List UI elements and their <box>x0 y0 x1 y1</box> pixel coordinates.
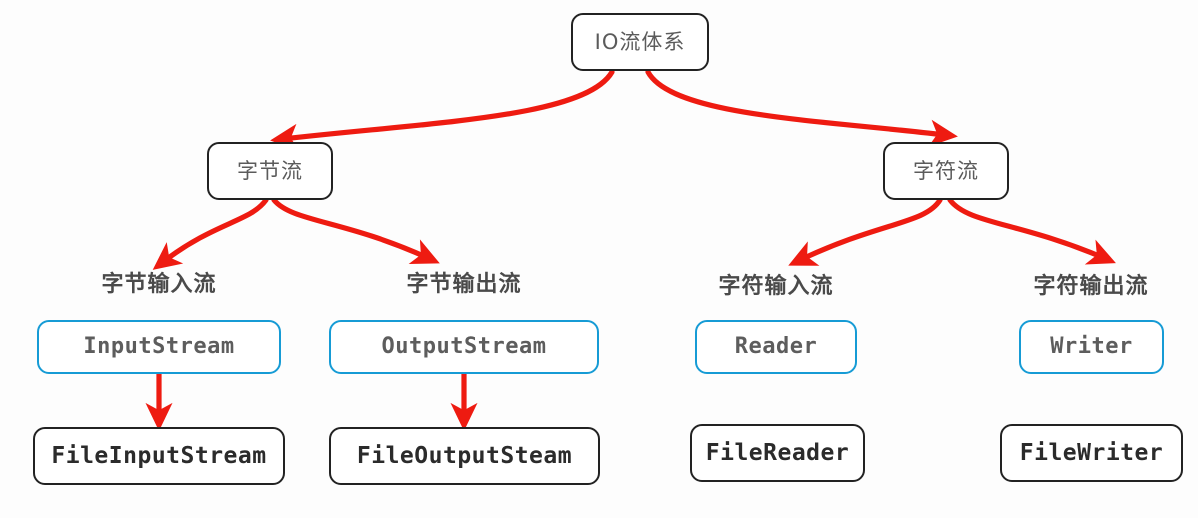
node-reader[interactable]: Reader <box>695 320 857 374</box>
node-byte-stream[interactable]: 字节流 <box>207 142 333 200</box>
node-root-label: IO流体系 <box>594 29 686 54</box>
node-char-stream-label: 字符流 <box>913 158 979 183</box>
node-filewriter-label: FileWriter <box>1019 439 1164 466</box>
node-writer[interactable]: Writer <box>1019 320 1164 374</box>
heading-char-output-stream: 字符输出流 <box>1033 274 1149 299</box>
node-outputstream[interactable]: OutputStream <box>329 320 599 374</box>
heading-byte-output-stream: 字节输出流 <box>406 272 522 297</box>
heading-char-input-stream: 字符输入流 <box>718 274 834 299</box>
node-filereader[interactable]: FileReader <box>690 424 865 482</box>
connector-bytestream-to-byte-output <box>271 197 440 265</box>
heading-byte-input-stream: 字节输入流 <box>101 272 217 297</box>
node-byte-stream-label: 字节流 <box>237 158 303 183</box>
node-reader-label: Reader <box>734 334 818 359</box>
connector-root-to-bytestream <box>270 69 615 151</box>
connector-charstream-to-char-input <box>788 197 943 266</box>
node-root[interactable]: IO流体系 <box>571 13 709 71</box>
node-filewriter[interactable]: FileWriter <box>1000 424 1183 482</box>
node-inputstream-label: InputStream <box>83 334 235 359</box>
node-fileoutputsteam-label: FileOutputSteam <box>356 442 573 469</box>
connector-charstream-to-char-output <box>947 197 1116 265</box>
node-fileinputstream-label: FileInputStream <box>51 442 267 469</box>
node-writer-label: Writer <box>1050 334 1133 359</box>
node-fileoutputsteam[interactable]: FileOutputSteam <box>329 427 600 485</box>
node-char-stream[interactable]: 字符流 <box>883 142 1009 200</box>
node-fileinputstream[interactable]: FileInputStream <box>33 427 285 485</box>
node-inputstream[interactable]: InputStream <box>37 320 281 374</box>
node-outputstream-label: OutputStream <box>381 334 547 359</box>
connector-bytestream-to-byte-input <box>152 197 269 270</box>
node-filereader-label: FileReader <box>705 439 850 466</box>
connector-root-to-charstream <box>645 69 958 147</box>
